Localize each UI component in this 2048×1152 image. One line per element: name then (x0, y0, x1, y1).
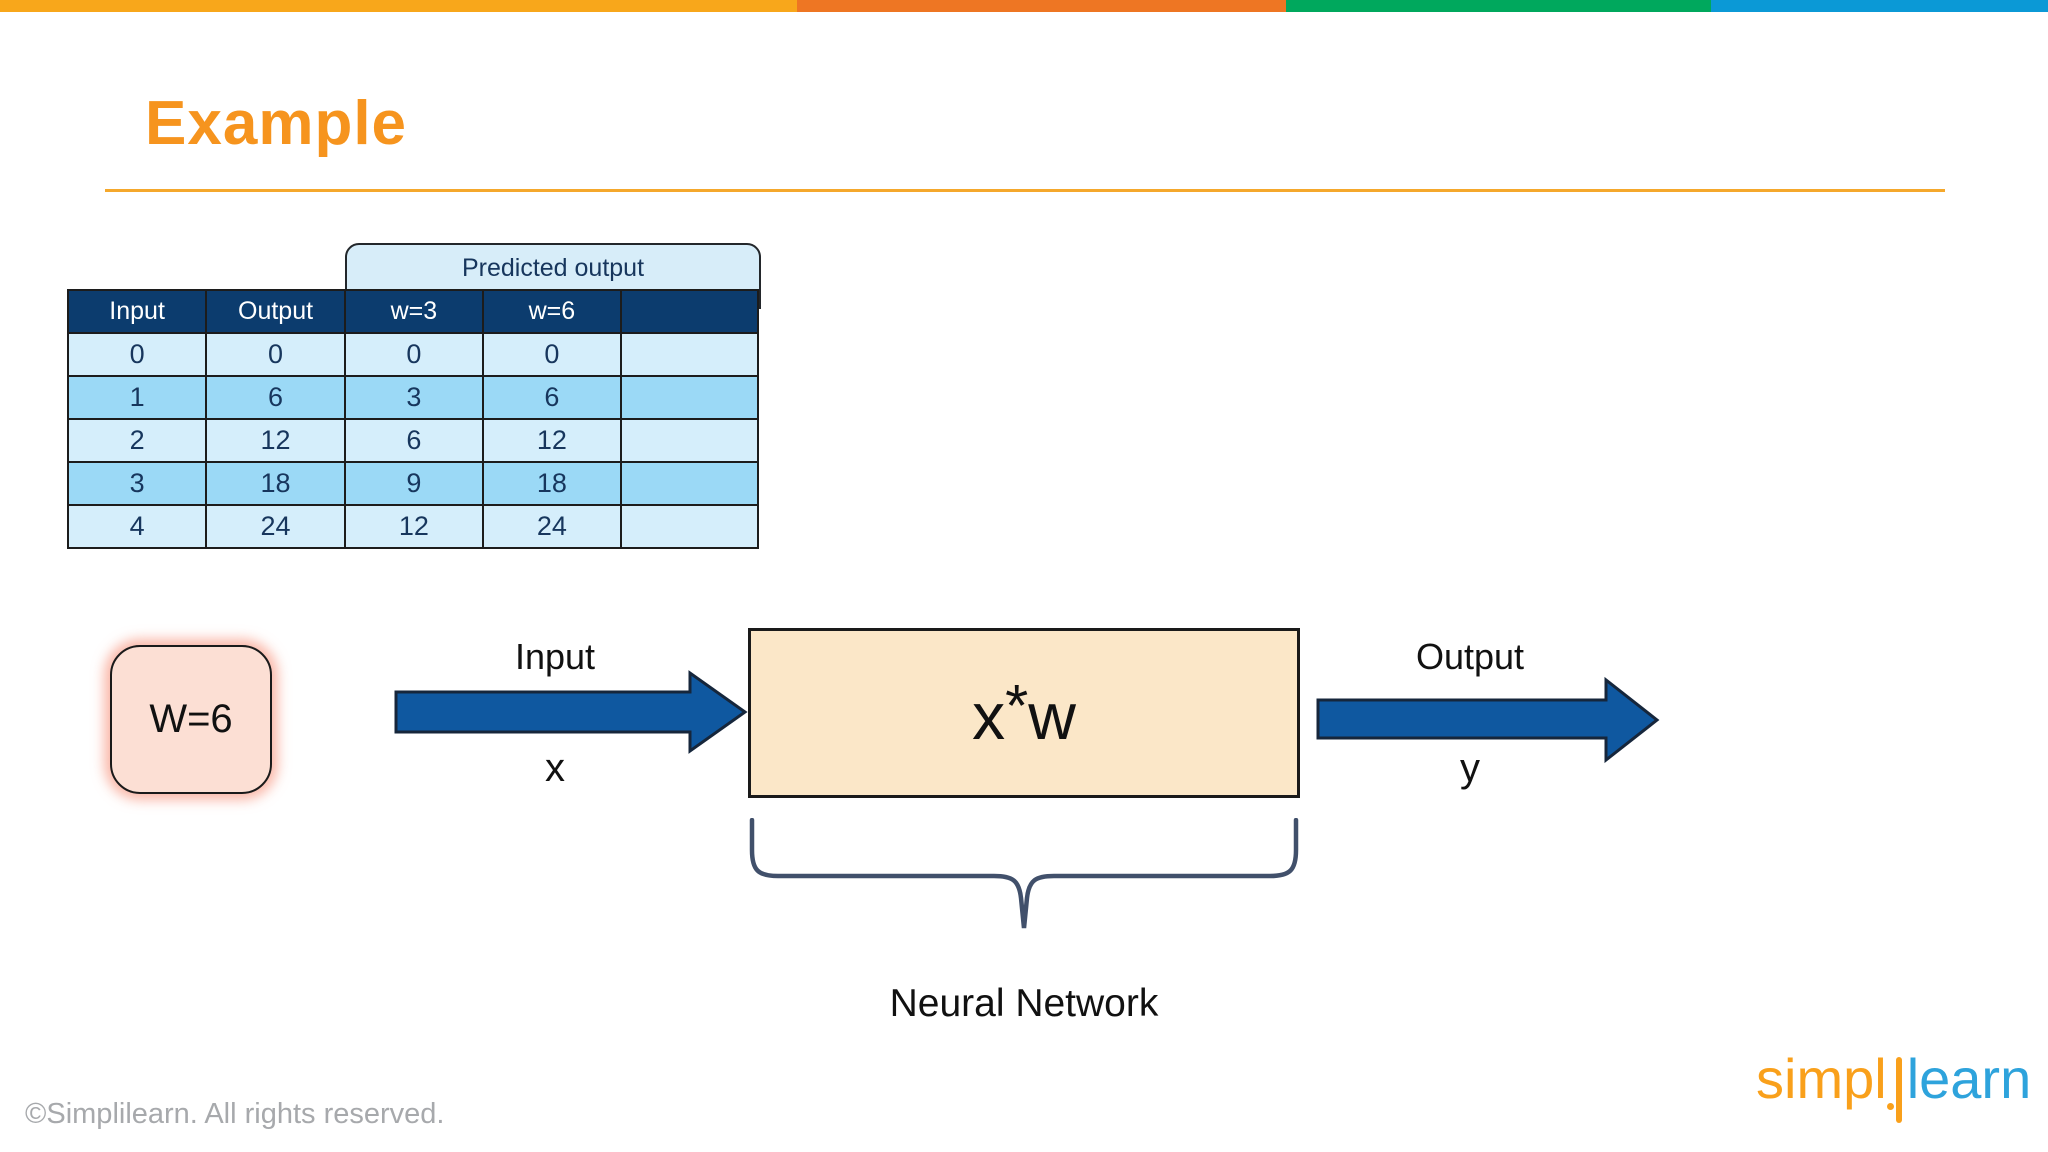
table-cell: 18 (481, 461, 622, 506)
logo-simpl: simpl (1756, 1047, 1887, 1110)
neural-network-box: x*w (748, 628, 1300, 798)
table-cell: 3 (66, 461, 208, 506)
header-w3: w=3 (343, 289, 484, 334)
table-cell: 0 (343, 332, 484, 377)
table-cell: 1 (66, 375, 208, 420)
weight-box: W=6 (110, 645, 272, 794)
simplilearn-logo: simpl learn (1756, 1046, 2032, 1123)
input-arrow (394, 670, 748, 754)
table-cell (619, 504, 760, 549)
output-arrow (1316, 676, 1660, 764)
header-w6: w=6 (481, 289, 622, 334)
table-cell (619, 418, 760, 463)
io-table-container: Predicted output Input Output w=3 w=6 0 … (66, 243, 761, 561)
page-title: Example (145, 89, 408, 158)
table-cell: 6 (481, 375, 622, 420)
table-row: 2 12 6 12 (66, 418, 760, 463)
table-cell: 18 (205, 461, 346, 506)
header-output: Output (205, 289, 346, 334)
table-row: 3 18 9 18 (66, 461, 760, 506)
predicted-output-label: Predicted output (461, 254, 645, 282)
neural-network-caption: Neural Network (889, 982, 1159, 1025)
output-variable: y (1460, 746, 1480, 790)
header-input: Input (66, 289, 208, 334)
table-row: 1 6 3 6 (66, 375, 760, 420)
io-table: Input Output w=3 w=6 0 0 0 0 1 6 (66, 289, 760, 549)
brace (749, 818, 1299, 929)
table-cell: 2 (66, 418, 208, 463)
input-label: Input (514, 636, 596, 677)
table-cell: 24 (481, 504, 622, 549)
table-cell (619, 461, 760, 506)
title-divider (105, 189, 1945, 192)
table-cell: 0 (481, 332, 622, 377)
table-cell: 12 (343, 504, 484, 549)
table-cell (619, 332, 760, 377)
stripe-green (1286, 0, 1711, 12)
table-cell: 6 (343, 418, 484, 463)
formula-w: w (1028, 679, 1076, 754)
logo-i-mark (1886, 1055, 1907, 1123)
header-empty (619, 289, 760, 334)
weight-box-label: W=6 (149, 697, 233, 741)
table-cell: 12 (205, 418, 346, 463)
output-label: Output (1415, 636, 1525, 677)
stripe-dark-orange (797, 0, 1286, 12)
formula-x: x (972, 679, 1006, 754)
nn-formula: x*w (972, 671, 1076, 754)
top-color-bar (0, 0, 2048, 12)
table-cell: 9 (343, 461, 484, 506)
table-cell: 4 (66, 504, 208, 549)
table-cell: 0 (205, 332, 346, 377)
table-header-row: Input Output w=3 w=6 (66, 289, 760, 334)
stripe-orange (0, 0, 797, 12)
table-row: 4 24 12 24 (66, 504, 760, 549)
stripe-blue (1711, 0, 2048, 12)
logo-learn: learn (1906, 1047, 2032, 1110)
copyright-text: ©Simplilearn. All rights reserved. (25, 1098, 445, 1130)
formula-star: * (1005, 672, 1029, 740)
table-cell: 12 (481, 418, 622, 463)
table-cell: 6 (205, 375, 346, 420)
input-variable: x (545, 746, 565, 790)
table-cell (619, 375, 760, 420)
table-cell: 0 (66, 332, 208, 377)
table-row: 0 0 0 0 (66, 332, 760, 377)
table-cell: 24 (205, 504, 346, 549)
table-cell: 3 (343, 375, 484, 420)
